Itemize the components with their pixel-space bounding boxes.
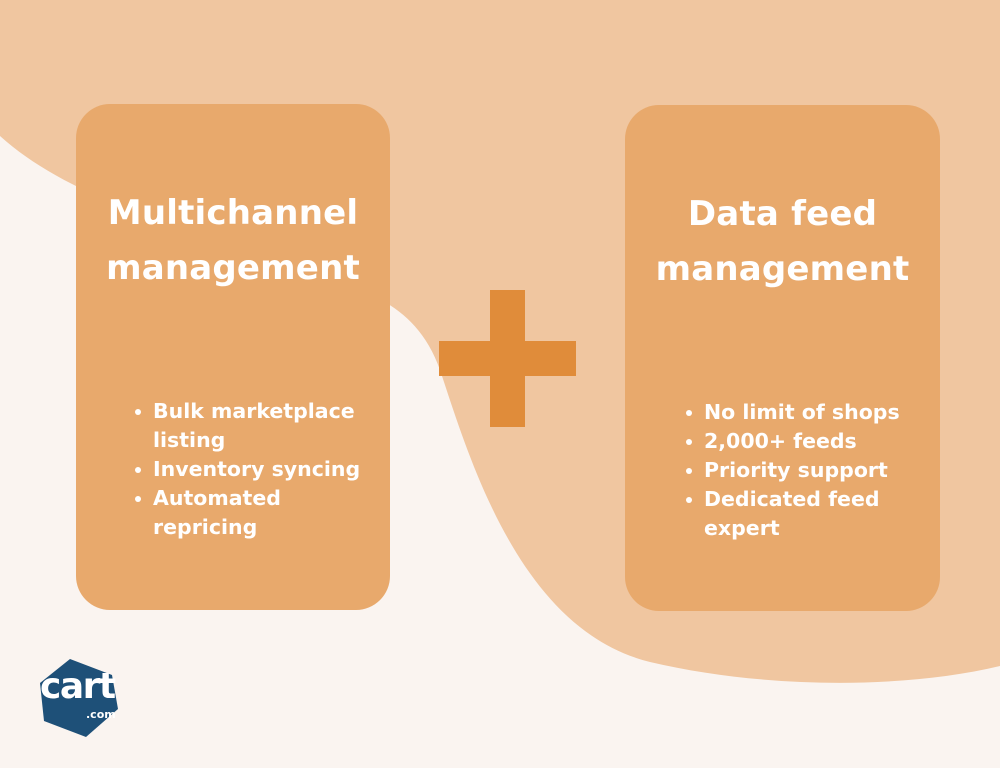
data-feed-card: Data feed management No limit of shops 2…: [625, 105, 940, 611]
logo-text: cart: [40, 666, 116, 707]
card-title-line: Data feed management: [655, 194, 910, 289]
list-item: Automated repricing: [131, 484, 376, 542]
logo-domain: .com: [86, 708, 116, 721]
cart-logo-icon: [40, 659, 118, 737]
feature-list: No limit of shops 2,000+ feeds Priority …: [682, 398, 927, 543]
card-title: Data feed management: [625, 187, 940, 297]
feature-list: Bulk marketplace listing Inventory synci…: [131, 397, 376, 542]
list-item: Dedicated feed expert: [682, 485, 927, 543]
list-item: 2,000+ feeds: [682, 427, 927, 456]
cart-logo: cart .com: [36, 657, 120, 739]
card-title-line: Multichannel management: [106, 193, 360, 288]
multichannel-card: Multichannel management Bulk marketplace…: [76, 104, 390, 610]
list-item: No limit of shops: [682, 398, 927, 427]
list-item: Bulk marketplace listing: [131, 397, 376, 455]
card-title: Multichannel management: [76, 186, 390, 296]
plus-icon: [439, 290, 576, 427]
list-item: Priority support: [682, 456, 927, 485]
list-item: Inventory syncing: [131, 455, 376, 484]
